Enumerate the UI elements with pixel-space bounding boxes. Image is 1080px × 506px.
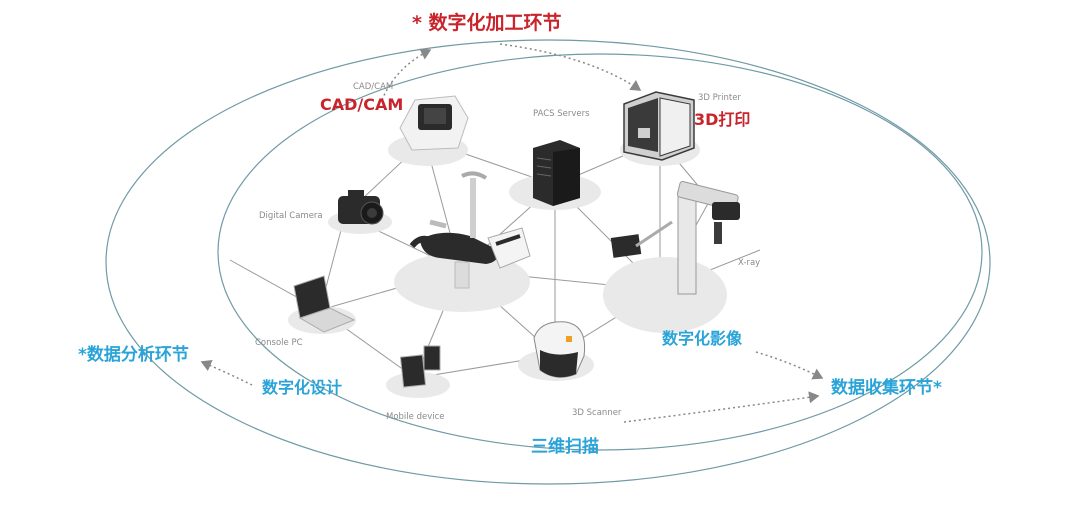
device-label-printer: 3D Printer [698,93,741,103]
device-label-cadcam: CAD/CAM [353,82,394,92]
arrow-imaging-to-collection [755,351,824,380]
callout-digital-imaging: 数字化影像 [662,329,743,348]
arrow-scanning-to-collection [623,391,820,423]
callout-3d-printing: 3D打印 [694,110,751,129]
stage-label-analysis: *数据分析环节 [78,345,189,365]
callout-3d-scanning: 三维扫描 [531,437,599,457]
cadcam-machine-icon [399,95,469,151]
mobile-device-icon [399,345,441,388]
platforms [288,134,727,398]
platform-xray [603,257,727,333]
callout-cadcam: CAD/CAM [320,95,404,114]
device-label-scanner: 3D Scanner [572,408,622,418]
arrow-design-to-analysis [200,360,253,386]
device-label-pacs: PACS Servers [533,109,590,119]
xray-machine-icon [610,181,740,295]
stage-label-processing: * 数字化加工环节 [412,12,562,34]
arrow-processing-to-printer [499,43,642,91]
device-label-camera: Digital Camera [259,211,323,221]
device-label-xray: X-ray [738,258,761,268]
flow-arrows [200,43,824,423]
laptop-icon [293,275,356,333]
dental-chair-icon [409,171,531,289]
pacs-server-icon [533,140,580,206]
3d-printer-icon [623,91,695,161]
callout-digital-design: 数字化设计 [262,378,343,397]
outer-ellipse [105,39,991,485]
3d-scanner-icon [533,321,586,378]
stage-label-collection: 数据收集环节* [831,378,942,398]
inner-ellipse [217,53,983,451]
device-label-pc: Console PC [255,338,303,348]
device-label-mobile: Mobile device [386,412,445,422]
arrow-cadcam-to-processing [381,48,432,101]
digital-camera-icon [338,190,384,225]
